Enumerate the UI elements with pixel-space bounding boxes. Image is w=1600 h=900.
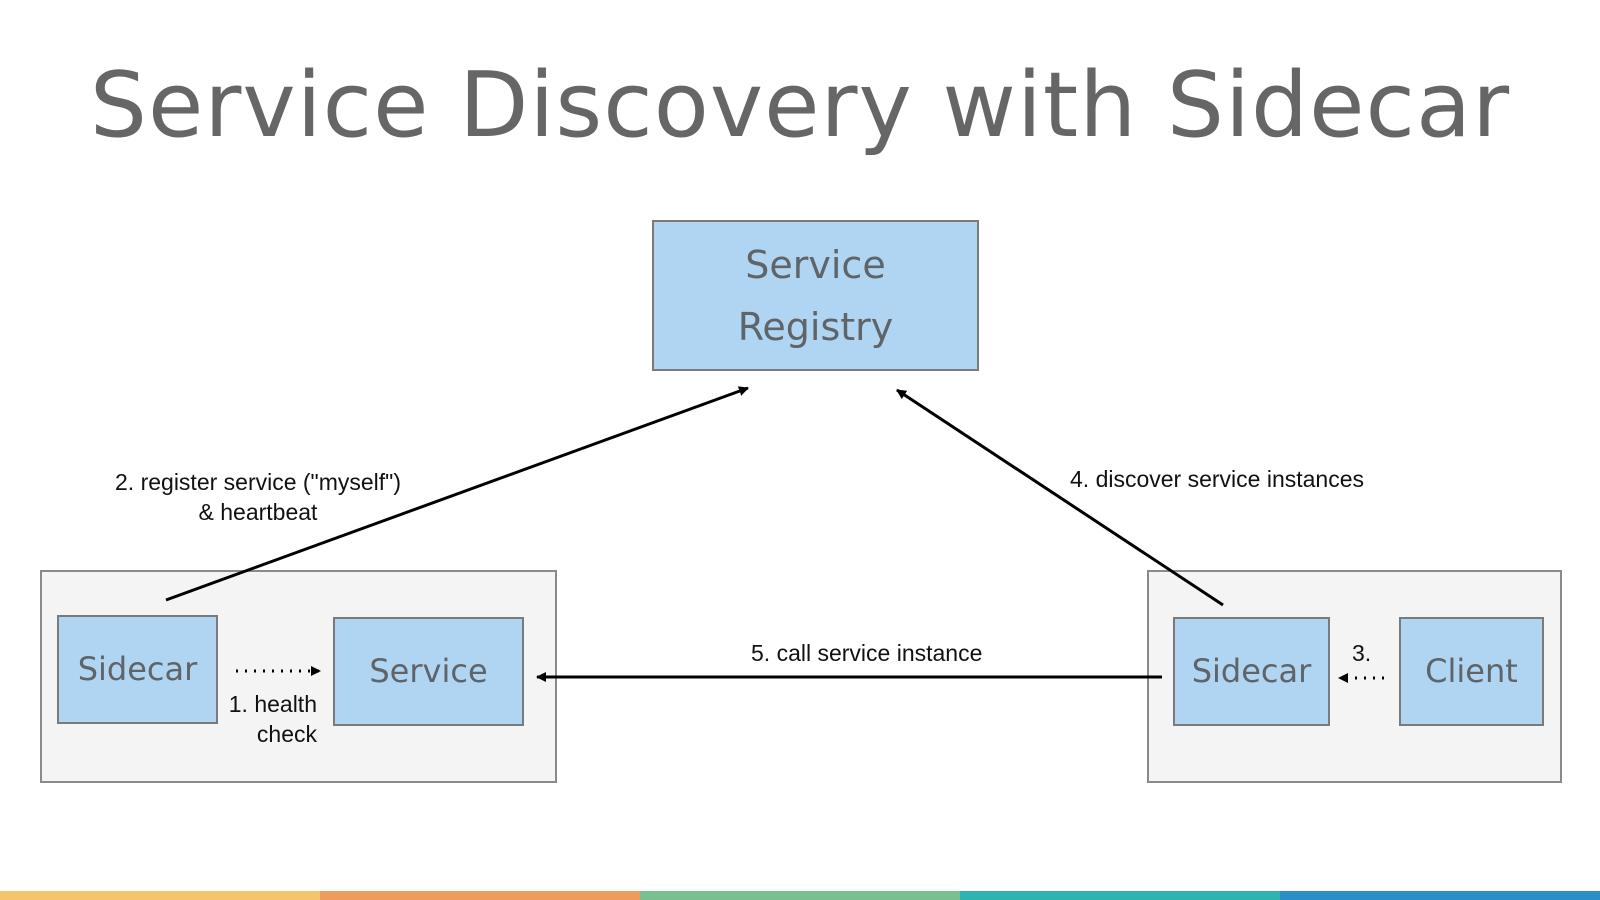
right-sidecar-node: Sidecar <box>1173 617 1330 726</box>
client-label: Client <box>1425 652 1518 691</box>
client-node: Client <box>1399 617 1544 726</box>
left-sidecar-node: Sidecar <box>57 615 218 724</box>
left-service-node: Service <box>333 617 524 726</box>
health-check-label: 1. health check <box>228 691 317 747</box>
discover-arrow <box>896 388 1224 607</box>
service-registry-node: Service Registry <box>652 220 979 371</box>
footer-bar-segment-5 <box>1280 891 1600 900</box>
register-label: 2. register service ("myself") & heartbe… <box>115 469 401 525</box>
slide-title: Service Discovery with Sidecar <box>89 53 1511 158</box>
discover-label: 4. discover service instances <box>1070 466 1365 492</box>
left-sidecar-label: Sidecar <box>77 650 198 689</box>
service-registry-label: Service Registry <box>737 242 894 349</box>
left-service-label: Service <box>369 652 488 691</box>
right-sidecar-label: Sidecar <box>1191 652 1312 691</box>
register-arrow <box>165 386 749 602</box>
footer-bar-segment-3 <box>640 891 960 900</box>
step3-label: 3. <box>1352 640 1372 666</box>
footer-bar-segment-2 <box>320 891 640 900</box>
footer-bar-segment-4 <box>960 891 1280 900</box>
call-label: 5. call service instance <box>751 640 983 666</box>
footer-bar-segment-1 <box>0 891 320 900</box>
